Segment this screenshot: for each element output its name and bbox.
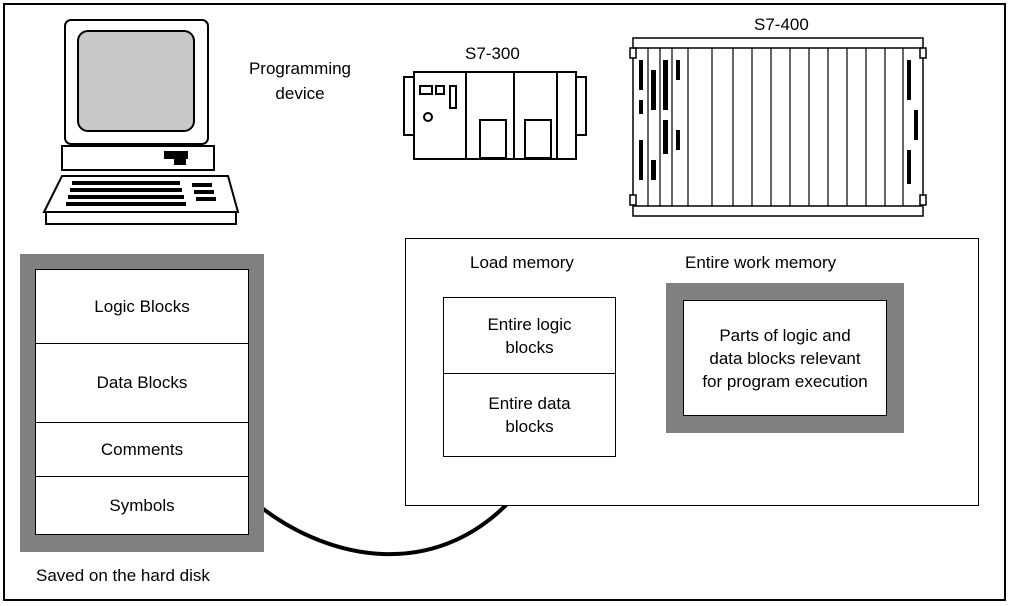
- work-memory-block: Parts of logic and data blocks relevant …: [666, 283, 904, 433]
- work-memory-label: Entire work memory: [685, 253, 837, 272]
- hard-disk-row-logic-blocks: Logic Blocks: [36, 270, 248, 344]
- work-memory-content: Parts of logic and data blocks relevant …: [683, 300, 887, 416]
- s7-400-icon: [629, 37, 927, 217]
- s7-400-label: S7-400: [754, 15, 809, 34]
- arrow-disk-to-load: [260, 488, 522, 557]
- hard-disk-block: Logic Blocks Data Blocks Comments Symbol…: [20, 254, 264, 552]
- s7-300-label: S7-300: [465, 44, 520, 63]
- hard-disk-row-data-blocks: Data Blocks: [36, 344, 248, 423]
- diagram-frame: [3, 3, 1006, 601]
- work-memory-text: Parts of logic and data blocks relevant …: [702, 325, 868, 391]
- hard-disk-row-comments: Comments: [36, 423, 248, 477]
- load-memory-logic-blocks: Entire logic blocks: [444, 298, 615, 374]
- saved-on-hard-disk-label: Saved on the hard disk: [36, 566, 210, 585]
- s7-300-icon: [403, 71, 587, 160]
- hard-disk-contents: Logic Blocks Data Blocks Comments Symbol…: [35, 269, 249, 535]
- load-memory-label: Load memory: [470, 253, 574, 272]
- load-memory-box: Entire logic blocks Entire data blocks: [443, 297, 616, 457]
- hard-disk-row-symbols: Symbols: [109, 495, 175, 515]
- load-memory-data-blocks: Entire data blocks: [488, 394, 571, 436]
- programming-device-label: Programming device: [248, 59, 352, 103]
- computer-icon: [42, 19, 240, 225]
